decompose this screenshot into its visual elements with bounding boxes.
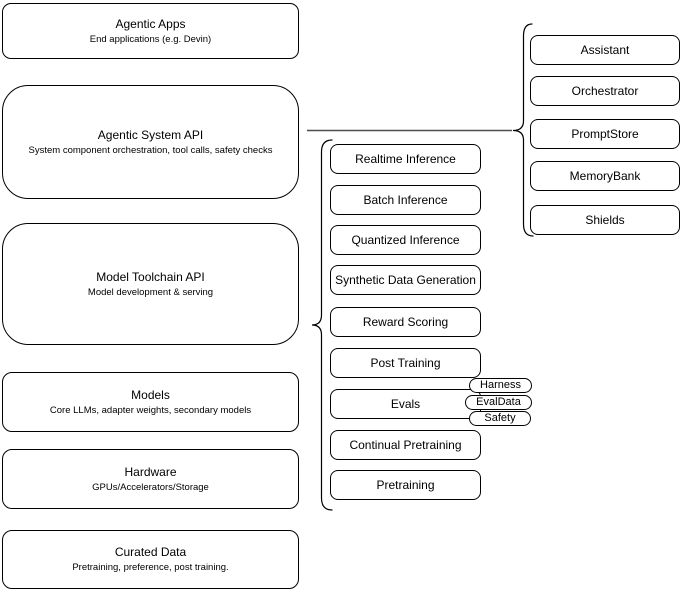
box-title: Agentic Apps	[115, 16, 186, 31]
box-subtitle: End applications (e.g. Devin)	[89, 33, 212, 45]
box-label: Quantized Inference	[351, 233, 460, 247]
box-assistant: Assistant	[530, 35, 680, 65]
toolchain-services-bracket	[311, 139, 333, 511]
pill-evaldata: EvalData	[465, 395, 532, 410]
box-subtitle: GPUs/Accelerators/Storage	[92, 481, 209, 493]
box-label: Orchestrator	[571, 84, 639, 98]
box-models: Models Core LLMs, adapter weights, secon…	[2, 372, 299, 432]
pill-harness: Harness	[469, 378, 532, 393]
box-subtitle: Model development & serving	[87, 286, 214, 298]
box-label: Post Training	[370, 356, 441, 370]
box-hardware: Hardware GPUs/Accelerators/Storage	[2, 449, 299, 509]
box-label: Shields	[585, 213, 625, 227]
box-memorybank: MemoryBank	[530, 161, 680, 191]
box-title: Hardware	[124, 464, 177, 479]
box-label: Assistant	[580, 43, 630, 57]
box-batch-inference: Batch Inference	[330, 185, 481, 215]
box-post-training: Post Training	[330, 348, 481, 378]
box-title: Models	[131, 387, 170, 402]
pill-label: Safety	[484, 412, 516, 424]
box-label: Batch Inference	[363, 193, 448, 207]
box-label: Continual Pretraining	[349, 438, 462, 452]
box-shields: Shields	[530, 205, 680, 235]
box-label: PromptStore	[571, 127, 639, 141]
box-subtitle: Pretraining, preference, post training.	[72, 562, 229, 573]
box-evals: Evals	[330, 389, 481, 419]
system-components-bracket	[512, 23, 534, 237]
box-agentic-apps: Agentic Apps End applications (e.g. Devi…	[2, 3, 299, 59]
box-reward-scoring: Reward Scoring	[330, 307, 481, 337]
box-subtitle: Core LLMs, adapter weights, secondary mo…	[49, 404, 252, 416]
box-pretraining: Pretraining	[330, 470, 481, 500]
box-label: Reward Scoring	[362, 315, 449, 329]
box-synthetic-data-generation: Synthetic Data Generation	[330, 265, 481, 295]
box-model-toolchain-api: Model Toolchain API Model development & …	[2, 223, 299, 345]
box-label: Synthetic Data Generation	[335, 273, 476, 287]
box-label: Realtime Inference	[355, 152, 456, 166]
box-subtitle: System component orchestration, tool cal…	[28, 144, 273, 156]
box-realtime-inference: Realtime Inference	[330, 144, 481, 174]
box-curated-data: Curated Data Pretraining, preference, po…	[2, 530, 299, 589]
box-orchestrator: Orchestrator	[530, 76, 680, 106]
pill-label: Harness	[480, 379, 521, 391]
box-label: MemoryBank	[569, 169, 641, 183]
box-title: Curated Data	[114, 545, 187, 559]
box-label: Pretraining	[376, 478, 435, 492]
pill-safety: Safety	[469, 411, 531, 426]
box-promptstore: PromptStore	[530, 119, 680, 149]
box-continual-pretraining: Continual Pretraining	[330, 430, 481, 460]
pill-label: EvalData	[476, 396, 521, 408]
box-label: Evals	[390, 397, 421, 411]
box-title: Model Toolchain API	[96, 269, 205, 284]
box-quantized-inference: Quantized Inference	[330, 225, 481, 255]
box-title: Agentic System API	[97, 127, 204, 142]
box-agentic-system-api: Agentic System API System component orch…	[2, 85, 299, 199]
